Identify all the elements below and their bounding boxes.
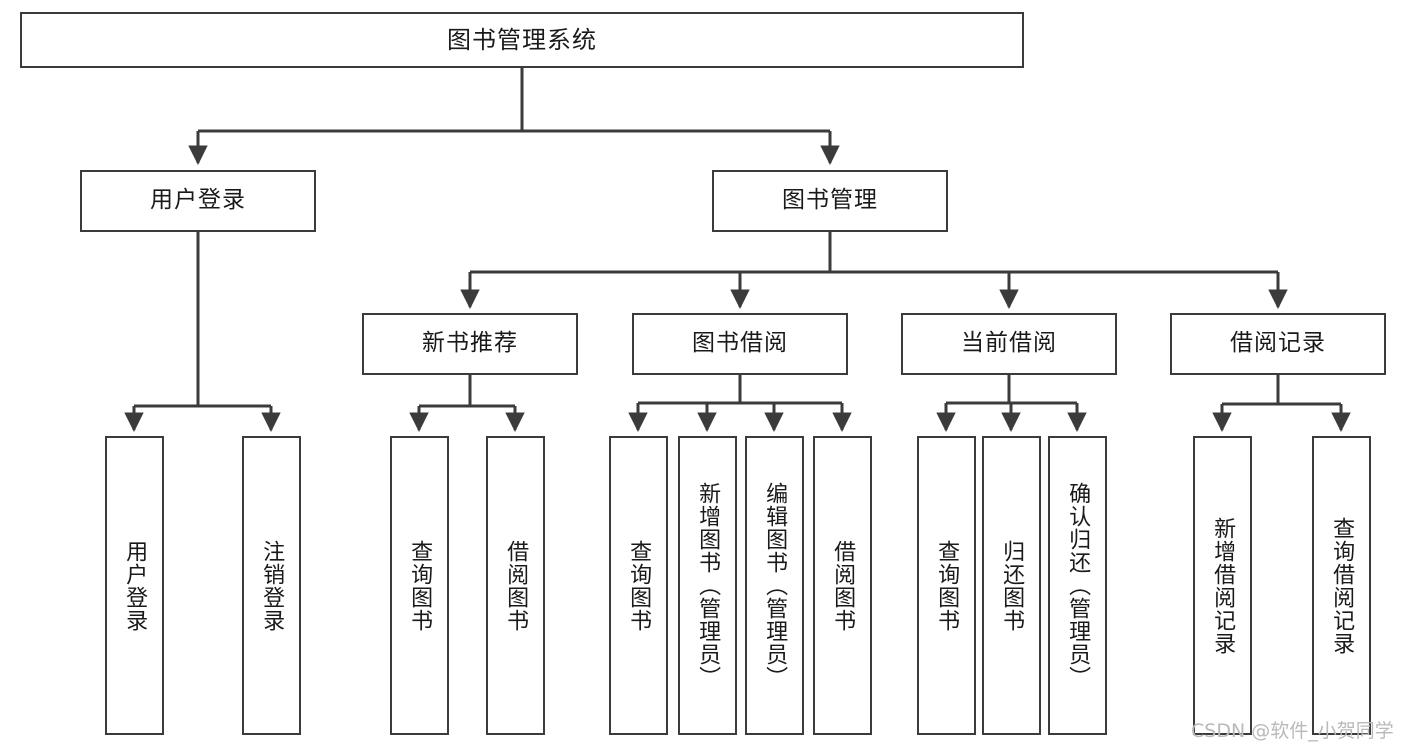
node-label: 编辑图书（管理员） [762, 482, 788, 689]
node-label: 借阅记录 [1230, 330, 1326, 357]
node-book-manage[interactable]: 图书管理 [712, 170, 948, 232]
node-leaf-query-record[interactable]: 查询借阅记录 [1312, 436, 1371, 735]
node-leaf-query-book-3[interactable]: 查询图书 [917, 436, 976, 735]
node-label: 注销登录 [259, 539, 285, 632]
node-root-system[interactable]: 图书管理系统 [20, 12, 1024, 68]
node-label: 图书管理 [782, 187, 878, 214]
node-label: 查询图书 [934, 539, 960, 632]
node-leaf-query-book-2[interactable]: 查询图书 [609, 436, 668, 735]
node-user-login[interactable]: 用户登录 [80, 170, 316, 232]
node-label: 查询图书 [407, 539, 433, 632]
node-label: 借阅图书 [503, 539, 529, 632]
node-label: 确认归还（管理员） [1065, 482, 1091, 689]
node-label: 查询图书 [626, 539, 652, 632]
node-label: 图书借阅 [692, 330, 788, 357]
node-leaf-edit-book[interactable]: 编辑图书（管理员） [745, 436, 804, 735]
node-leaf-add-book[interactable]: 新增图书（管理员） [678, 436, 737, 735]
node-new-book-recommend[interactable]: 新书推荐 [362, 313, 578, 375]
node-label: 新书推荐 [422, 330, 518, 357]
node-label: 新增图书（管理员） [695, 482, 721, 689]
node-label: 图书管理系统 [447, 25, 597, 54]
node-label: 归还图书 [999, 539, 1025, 632]
node-label: 用户登录 [122, 539, 148, 632]
node-label: 借阅图书 [830, 539, 856, 632]
node-label: 查询借阅记录 [1329, 516, 1355, 655]
node-leaf-return-book[interactable]: 归还图书 [982, 436, 1041, 735]
node-current-borrow[interactable]: 当前借阅 [901, 313, 1117, 375]
node-book-borrow[interactable]: 图书借阅 [632, 313, 848, 375]
node-leaf-query-book-1[interactable]: 查询图书 [390, 436, 449, 735]
node-leaf-user-login[interactable]: 用户登录 [105, 436, 164, 735]
node-label: 当前借阅 [961, 330, 1057, 357]
csdn-watermark: CSDN @软件_小贺同学 [1191, 720, 1394, 742]
node-leaf-add-record[interactable]: 新增借阅记录 [1193, 436, 1252, 735]
node-leaf-user-logout[interactable]: 注销登录 [242, 436, 301, 735]
node-label: 新增借阅记录 [1210, 516, 1236, 655]
node-label: 用户登录 [150, 187, 246, 214]
node-borrow-record[interactable]: 借阅记录 [1170, 313, 1386, 375]
node-leaf-borrow-book-1[interactable]: 借阅图书 [486, 436, 545, 735]
node-leaf-confirm-return[interactable]: 确认归还（管理员） [1048, 436, 1107, 735]
node-leaf-borrow-book-2[interactable]: 借阅图书 [813, 436, 872, 735]
